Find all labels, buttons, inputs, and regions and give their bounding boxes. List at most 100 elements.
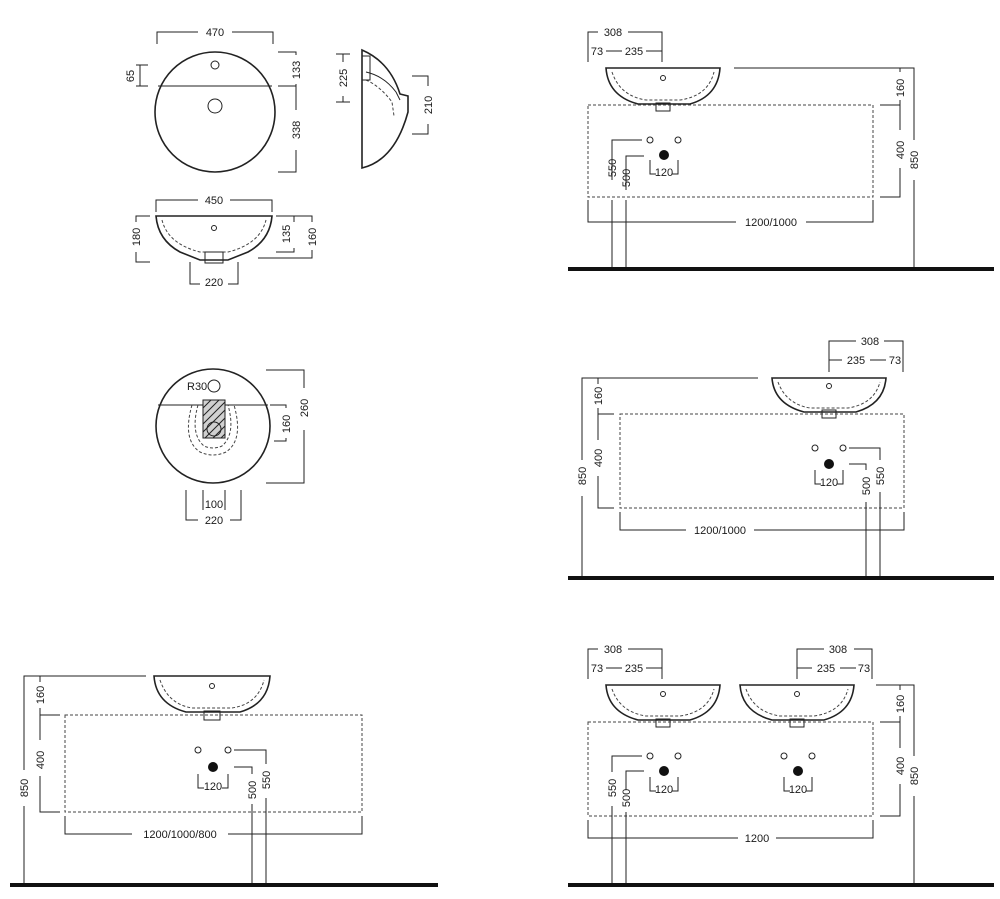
- dim-a-550: 550: [607, 159, 619, 177]
- install-view-c: 120 850 160 400 500 550 1200/1000/800: [10, 675, 438, 887]
- dim-line-b-850: [581, 377, 758, 578]
- dim-210: 210: [423, 96, 435, 114]
- basin-d-right-waste: [789, 718, 805, 728]
- dim-d-73-left: 73: [591, 663, 603, 675]
- dim-a-850: 850: [909, 151, 921, 169]
- install-view-a: 120 308 73 235 160 400 850 550 500 1200/…: [568, 27, 994, 271]
- dim-line-c-120: [197, 774, 229, 789]
- dim-470: 470: [206, 27, 224, 39]
- basin-d-left: [605, 684, 721, 721]
- basin-c-hidden: [159, 679, 265, 709]
- dim-135: 135: [281, 225, 293, 243]
- dim-line-b-width: [619, 512, 905, 531]
- dim-line-d-120-right: [783, 777, 813, 792]
- valve-d-left-1: [646, 752, 654, 760]
- basin-d-left-waste: [655, 718, 671, 728]
- install-view-b: 120 308 235 73 850 160 400 500 550 1200/…: [568, 336, 994, 580]
- dim-260: 260: [299, 399, 311, 417]
- dim-225: 225: [338, 69, 350, 87]
- dim-line-d-pipes: [611, 755, 644, 884]
- dim-65: 65: [125, 70, 137, 82]
- drain-hole: [207, 98, 223, 114]
- dim-a-73: 73: [591, 46, 603, 58]
- drain-a: [659, 150, 669, 160]
- dim-b-550: 550: [875, 467, 887, 485]
- dim-a-width: 1200/1000: [745, 217, 797, 229]
- valve-b-left: [811, 444, 819, 452]
- overflow-hole: [211, 225, 217, 231]
- basin-outline-cutout: [155, 368, 271, 484]
- dim-450: 450: [205, 195, 223, 207]
- valve-d-left-2: [674, 752, 682, 760]
- dim-line-b-pipes: [849, 447, 881, 578]
- dim-line-c-width: [64, 816, 363, 835]
- dim-d-120-left: 120: [655, 784, 673, 796]
- valve-d-right-2: [808, 752, 816, 760]
- dim-line-right-front: [258, 215, 313, 259]
- dim-d-width: 1200: [745, 833, 769, 845]
- dim-c-400: 400: [35, 751, 47, 769]
- valve-c-left: [194, 746, 202, 754]
- tap-hole-cutout: [207, 379, 221, 393]
- basin-front-hidden: [161, 219, 267, 253]
- dim-b-850: 850: [577, 467, 589, 485]
- dim-338: 338: [291, 121, 303, 139]
- trap-hidden-inner: [194, 404, 232, 449]
- front-view: 450 180 135 160 220: [131, 195, 319, 289]
- dim-d-850: 850: [909, 767, 921, 785]
- basin-c: [153, 675, 271, 713]
- dim-r30: R30: [187, 381, 207, 393]
- top-view: 470 65 133 338: [125, 27, 303, 173]
- dim-b-400: 400: [593, 449, 605, 467]
- dim-line-d-width: [587, 820, 874, 839]
- dim-a-400: 400: [895, 141, 907, 159]
- basin-outline-top: [154, 51, 276, 173]
- valve-d-right-1: [780, 752, 788, 760]
- basin-b-overflow: [826, 383, 832, 389]
- dim-160: 160: [307, 228, 319, 246]
- dim-a-500: 500: [621, 169, 633, 187]
- basin-a-hidden: [611, 71, 715, 101]
- valve-a-right: [674, 136, 682, 144]
- dim-180: 180: [131, 228, 143, 246]
- dim-d-235-right: 235: [817, 663, 835, 675]
- dim-a-160: 160: [895, 79, 907, 97]
- dim-line-a-width: [587, 200, 874, 223]
- dim-d-308-right: 308: [829, 644, 847, 656]
- basin-a: [605, 67, 721, 105]
- dim-line-225: [336, 53, 350, 103]
- basin-a-overflow: [660, 75, 666, 81]
- dim-line-a-850: [900, 67, 915, 268]
- dim-line-470: [156, 31, 274, 44]
- wall-bracket: [362, 55, 371, 81]
- basin-b: [771, 377, 887, 413]
- drain-d-left: [659, 766, 669, 776]
- dim-d-73-right: 73: [858, 663, 870, 675]
- dim-line-220: [189, 262, 239, 285]
- dim-b-500: 500: [861, 477, 873, 495]
- dim-b-120: 120: [820, 477, 838, 489]
- basin-d-left-hidden: [611, 688, 715, 717]
- hatch-lines: [202, 399, 226, 439]
- basin-c-overflow: [209, 683, 215, 689]
- dim-d-400: 400: [895, 757, 907, 775]
- side-view: 225 210: [336, 48, 435, 170]
- dim-line-a-right-inner: [734, 67, 901, 198]
- dim-b-73: 73: [889, 355, 901, 367]
- dim-a-308: 308: [604, 27, 622, 39]
- dim-line-65: [136, 64, 148, 87]
- dim-line-c-left-inner: [39, 676, 60, 813]
- dim-d-500: 500: [621, 789, 633, 807]
- cabinet-c: [64, 714, 363, 813]
- dim-b-160: 160: [593, 387, 605, 405]
- drain-c: [208, 762, 218, 772]
- basin-profile: [361, 48, 409, 170]
- waste-outlet: [204, 251, 224, 264]
- cutout-view: R30 160 260 100 220: [155, 368, 311, 527]
- dim-d-550: 550: [607, 779, 619, 797]
- cabinet-d: [587, 721, 874, 817]
- dim-d-120-right: 120: [789, 784, 807, 796]
- dim-line-d-850: [900, 684, 915, 884]
- basin-d-right-overflow: [794, 691, 800, 697]
